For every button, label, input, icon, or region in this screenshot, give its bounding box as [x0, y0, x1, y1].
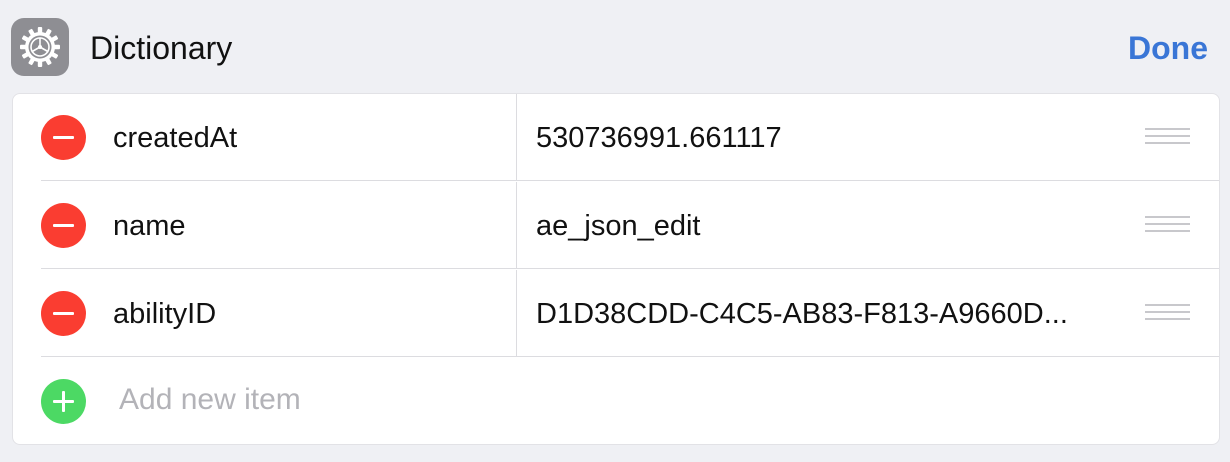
header: Dictionary Done — [0, 0, 1230, 92]
column-divider — [516, 270, 517, 357]
item-value[interactable]: D1D38CDD-C4C5-AB83-F813-A9660D... — [536, 298, 1068, 330]
list-item: createdAt 530736991.661117 — [13, 94, 1219, 181]
minus-circle-icon[interactable] — [41, 203, 86, 248]
item-key[interactable]: name — [113, 210, 186, 242]
item-value[interactable]: 530736991.661117 — [536, 122, 782, 154]
list-item: abilityID D1D38CDD-C4C5-AB83-F813-A9660D… — [13, 270, 1219, 357]
column-divider — [516, 94, 517, 181]
minus-circle-icon[interactable] — [41, 291, 86, 336]
row-separator — [41, 268, 1219, 269]
gear-icon — [11, 18, 69, 76]
row-separator — [41, 180, 1219, 181]
row-separator — [41, 356, 1219, 357]
dictionary-list: createdAt 530736991.661117 name ae_json_… — [12, 93, 1220, 445]
page-title: Dictionary — [90, 30, 233, 66]
list-item: name ae_json_edit — [13, 182, 1219, 269]
plus-circle-icon[interactable] — [41, 379, 86, 424]
item-key[interactable]: createdAt — [113, 122, 238, 154]
add-item-row[interactable] — [13, 358, 1219, 444]
done-button[interactable]: Done — [1128, 30, 1208, 66]
item-value[interactable]: ae_json_edit — [536, 210, 701, 242]
minus-circle-icon[interactable] — [41, 115, 86, 160]
item-key[interactable]: abilityID — [113, 298, 217, 330]
add-new-item-field[interactable]: Add new item — [119, 383, 301, 416]
column-divider — [516, 182, 517, 269]
drag-handle-icon[interactable] — [1145, 128, 1190, 148]
drag-handle-icon[interactable] — [1145, 304, 1190, 324]
drag-handle-icon[interactable] — [1145, 216, 1190, 236]
